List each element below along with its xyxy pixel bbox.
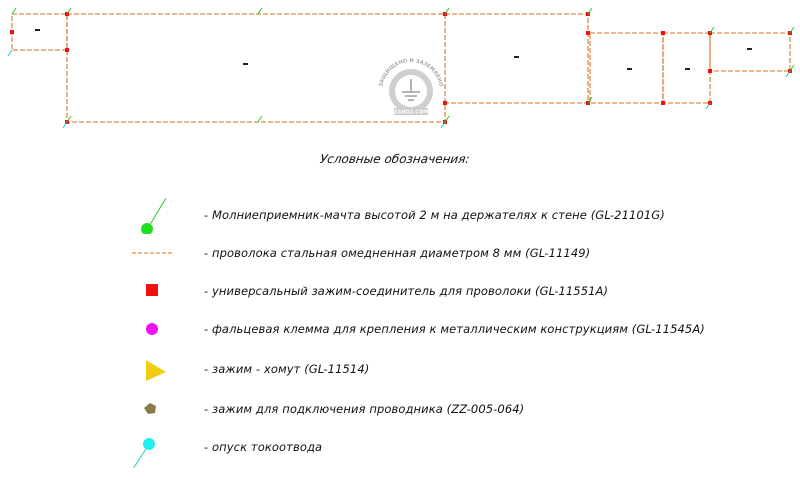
down-conductor-icon [133,438,155,468]
air-terminal-icon [141,197,167,234]
roof-outline [11,13,791,123]
roof-section-2 [66,13,446,123]
legend-item-conductor-clamp: - зажим для подключения проводника (ZZ-0… [0,390,800,428]
legend-item-label: - Молниеприемник-мачта высотой 2 м на де… [204,208,665,222]
legend-item-universal-clamp: - универсальный зажим-соединитель для пр… [0,272,800,310]
air-terminals-on-plan [11,7,795,123]
legend-item-label: - универсальный зажим-соединитель для пр… [204,284,609,298]
logo-site-text: ZANDZ.COM [394,110,428,116]
legend-item-air-terminal: - Молниеприемник-мачта высотой 2 м на де… [0,196,800,234]
legend-item-collar-clamp: - зажим - хомут (GL-11514) [0,350,800,388]
legend-item-seam-clamp: - фальцевая клемма для крепления к метал… [0,310,800,348]
legend-item-wire: - проволока стальная омедненная диаметро… [0,234,800,272]
roof-section-6 [709,32,791,72]
legend-title: Условные обозначения: [319,152,471,166]
down-conductors-on-plan [7,49,791,129]
roof-section-3 [445,13,589,104]
legend-item-label: - проволока стальная омедненная диаметро… [204,246,591,260]
magenta-circle-icon [146,323,158,335]
legend-item-label: - зажим - хомут (GL-11514) [204,362,370,376]
red-square-icon [146,284,158,296]
roof-section-1 [11,13,68,51]
legend-item-label: - зажим для подключения проводника (ZZ-0… [204,402,525,416]
zandz-watermark-logo: ЗАЩИЩЕНО И ЗАЗЕМЛЕНО ZANDZ.COM [378,58,444,116]
pentagon-icon [144,403,156,414]
yellow-triangle-icon [146,360,166,381]
roof-plan-drawing [7,7,795,129]
legend-item-label: - опуск токоотвода [204,440,323,454]
section-markers [35,29,752,70]
legend-item-down-conductor: - опуск токоотвода [0,430,800,468]
roof-section-4 [589,32,664,104]
wire-line-icon [132,252,174,254]
legend-item-label: - фальцевая клемма для крепления к метал… [204,322,705,336]
